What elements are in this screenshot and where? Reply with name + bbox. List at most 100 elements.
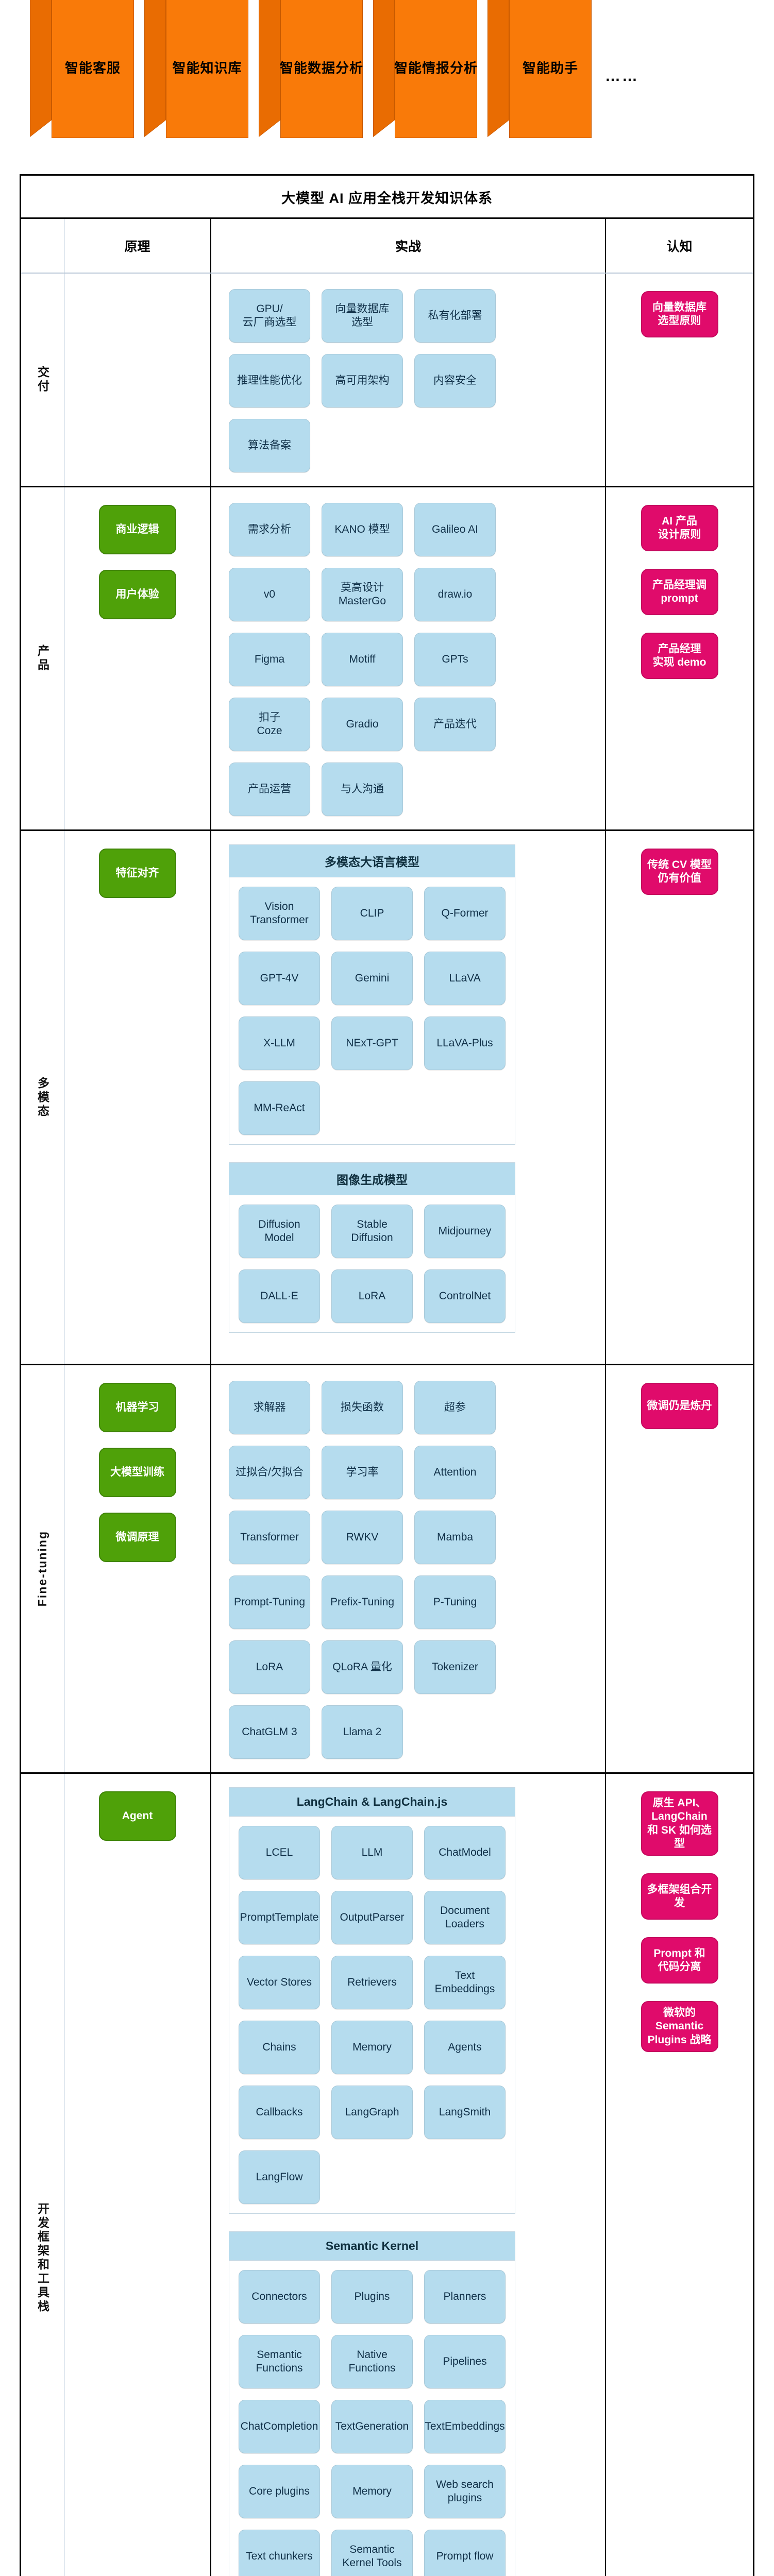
practice-chip[interactable]: ChatModel (424, 1826, 506, 1879)
practice-chip[interactable]: LLaVA (424, 952, 506, 1005)
practice-chip[interactable]: Gemini (331, 952, 413, 1005)
practice-chip[interactable]: 超参 (414, 1381, 496, 1434)
practice-chip[interactable]: Memory (331, 2021, 413, 2074)
practice-chip[interactable]: ControlNet (424, 1269, 506, 1323)
practice-chip[interactable]: OutputParser (331, 1891, 413, 1944)
practice-chip[interactable]: 算法备案 (229, 419, 310, 472)
practice-chip[interactable]: LangGraph (331, 2086, 413, 2139)
practice-chip[interactable]: Prompt flow (424, 2530, 506, 2576)
practice-chip[interactable]: Vector Stores (239, 1956, 320, 2009)
practice-chip[interactable]: LoRA (331, 1269, 413, 1323)
practice-chip[interactable]: Diffusion Model (239, 1205, 320, 1258)
practice-chip[interactable]: KANO 模型 (322, 503, 403, 556)
cognition-chip[interactable]: 多框架组合开发 (641, 1873, 718, 1920)
cognition-chip[interactable]: AI 产品 设计原则 (641, 505, 718, 551)
practice-chip[interactable]: 损失函数 (322, 1381, 403, 1434)
practice-chip[interactable]: Core plugins (239, 2465, 320, 2518)
cognition-chip[interactable]: 产品经理 实现 demo (641, 633, 718, 679)
practice-chip[interactable]: LangSmith (424, 2086, 506, 2139)
practice-chip[interactable]: Plugins (331, 2270, 413, 2324)
practice-chip[interactable]: 过拟合/欠拟合 (229, 1446, 310, 1499)
practice-chip[interactable]: Figma (229, 633, 310, 686)
practice-chip[interactable]: Motiff (322, 633, 403, 686)
practice-chip[interactable]: Transformer (229, 1511, 310, 1564)
practice-chip[interactable]: 产品运营 (229, 762, 310, 816)
practice-chip[interactable]: 莫高设计 MasterGo (322, 568, 403, 621)
practice-chip[interactable]: Gradio (322, 698, 403, 751)
practice-chip[interactable]: Stable Diffusion (331, 1205, 413, 1258)
practice-chip[interactable]: Callbacks (239, 2086, 320, 2139)
practice-chip[interactable]: 需求分析 (229, 503, 310, 556)
practice-chip[interactable]: ChatGLM 3 (229, 1705, 310, 1759)
principle-chip[interactable]: 特征对齐 (98, 849, 176, 898)
principle-chip[interactable]: 大模型训练 (98, 1448, 176, 1497)
practice-chip[interactable]: NExT-GPT (331, 1016, 413, 1070)
practice-chip[interactable]: QLoRA 量化 (322, 1640, 403, 1694)
principle-chip[interactable]: 微调原理 (98, 1513, 176, 1562)
practice-chip[interactable]: 内容安全 (414, 354, 496, 408)
practice-chip[interactable]: Vision Transformer (239, 887, 320, 940)
practice-chip[interactable]: LLaVA-Plus (424, 1016, 506, 1070)
practice-chip[interactable]: Semantic Kernel Tools (331, 2530, 413, 2576)
practice-chip[interactable]: Document Loaders (424, 1891, 506, 1944)
principle-chip[interactable]: 商业逻辑 (98, 505, 176, 554)
practice-chip[interactable]: Connectors (239, 2270, 320, 2324)
principle-chip[interactable]: Agent (98, 1791, 176, 1841)
practice-chip[interactable]: Text Embeddings (424, 1956, 506, 2009)
practice-chip[interactable]: 与人沟通 (322, 762, 403, 816)
cognition-chip[interactable]: 产品经理调 prompt (641, 569, 718, 615)
practice-chip[interactable]: Memory (331, 2465, 413, 2518)
cognition-chip[interactable]: 传统 CV 模型 仍有价值 (641, 849, 718, 895)
practice-chip[interactable]: GPT-4V (239, 952, 320, 1005)
principle-chip[interactable]: 机器学习 (98, 1383, 176, 1432)
practice-chip[interactable]: MM-ReAct (239, 1081, 320, 1135)
practice-chip[interactable]: 向量数据库 选型 (322, 289, 403, 343)
practice-chip[interactable]: Web search plugins (424, 2465, 506, 2518)
cognition-chip[interactable]: 向量数据库 选型原则 (641, 291, 718, 337)
practice-chip[interactable]: Retrievers (331, 1956, 413, 2009)
practice-chip[interactable]: Agents (424, 2021, 506, 2074)
practice-chip[interactable]: Prompt-Tuning (229, 1575, 310, 1629)
practice-chip[interactable]: ChatCompletion (239, 2400, 320, 2453)
practice-chip[interactable]: Planners (424, 2270, 506, 2324)
practice-chip[interactable]: draw.io (414, 568, 496, 621)
cognition-chip[interactable]: 微软的 Semantic Plugins 战略 (641, 2001, 718, 2052)
practice-chip[interactable]: RWKV (322, 1511, 403, 1564)
practice-chip[interactable]: Text chunkers (239, 2530, 320, 2576)
practice-chip[interactable]: Native Functions (331, 2335, 413, 2388)
practice-chip[interactable]: 推理性能优化 (229, 354, 310, 408)
practice-chip[interactable]: Mamba (414, 1511, 496, 1564)
practice-chip[interactable]: Llama 2 (322, 1705, 403, 1759)
practice-chip[interactable]: LLM (331, 1826, 413, 1879)
practice-chip[interactable]: 高可用架构 (322, 354, 403, 408)
practice-chip[interactable]: Semantic Functions (239, 2335, 320, 2388)
practice-chip[interactable]: Pipelines (424, 2335, 506, 2388)
practice-chip[interactable]: v0 (229, 568, 310, 621)
practice-chip[interactable]: PromptTemplate (239, 1891, 320, 1944)
practice-chip[interactable]: 私有化部署 (414, 289, 496, 343)
practice-chip[interactable]: Galileo AI (414, 503, 496, 556)
practice-chip[interactable]: LoRA (229, 1640, 310, 1694)
practice-chip[interactable]: 扣子 Coze (229, 698, 310, 751)
practice-chip[interactable]: GPTs (414, 633, 496, 686)
practice-chip[interactable]: Attention (414, 1446, 496, 1499)
practice-chip[interactable]: DALL·E (239, 1269, 320, 1323)
practice-chip[interactable]: LangFlow (239, 2150, 320, 2204)
practice-chip[interactable]: CLIP (331, 887, 413, 940)
cognition-chip[interactable]: 原生 API、 LangChain 和 SK 如何选型 (641, 1791, 718, 1856)
practice-chip[interactable]: 产品迭代 (414, 698, 496, 751)
practice-chip[interactable]: TextGeneration (331, 2400, 413, 2453)
practice-chip[interactable]: Q-Former (424, 887, 506, 940)
practice-chip[interactable]: Midjourney (424, 1205, 506, 1258)
practice-chip[interactable]: TextEmbeddings (424, 2400, 506, 2453)
practice-chip[interactable]: 学习率 (322, 1446, 403, 1499)
cognition-chip[interactable]: Prompt 和 代码分离 (641, 1937, 718, 1984)
cognition-chip[interactable]: 微调仍是炼丹 (641, 1383, 718, 1429)
practice-chip[interactable]: Prefix-Tuning (322, 1575, 403, 1629)
practice-chip[interactable]: Chains (239, 2021, 320, 2074)
practice-chip[interactable]: GPU/ 云厂商选型 (229, 289, 310, 343)
practice-chip[interactable]: X-LLM (239, 1016, 320, 1070)
practice-chip[interactable]: LCEL (239, 1826, 320, 1879)
principle-chip[interactable]: 用户体验 (98, 570, 176, 619)
practice-chip[interactable]: Tokenizer (414, 1640, 496, 1694)
